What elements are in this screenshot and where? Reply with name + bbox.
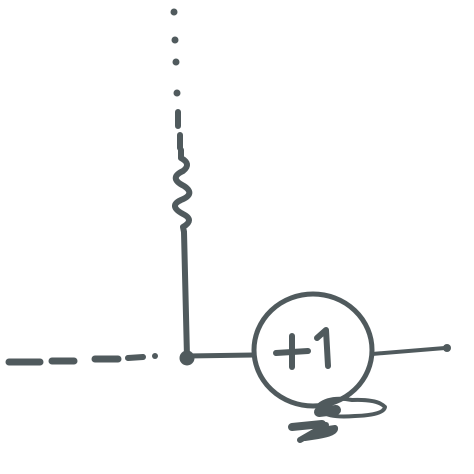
- dotted-vertical-line: [170, 8, 183, 151]
- resistor: [172, 147, 193, 235]
- unit-scribble: [288, 396, 387, 443]
- dashed-horizontal-line: [5, 353, 158, 366]
- output-arrow-line: [370, 346, 447, 356]
- output-arrow-tip: [443, 344, 451, 352]
- junction-to-node-wire: [184, 352, 257, 359]
- vertical-wire: [181, 229, 190, 360]
- plus-one-node: +1: [251, 291, 375, 409]
- digit-one: [314, 327, 331, 369]
